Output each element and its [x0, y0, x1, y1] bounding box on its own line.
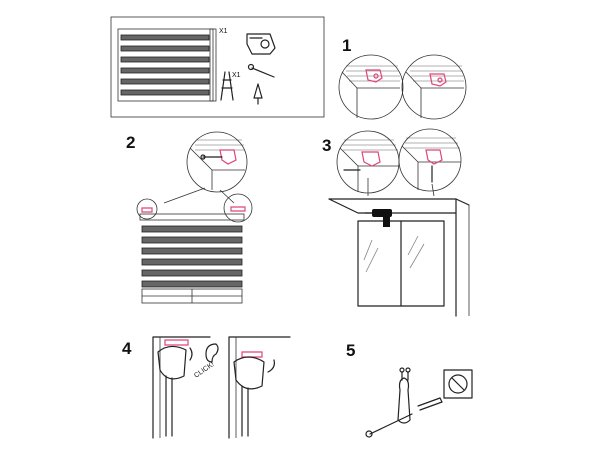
parts-box-frame: [110, 16, 325, 118]
step1-circle-right: [401, 54, 467, 120]
step-number-1: 1: [342, 36, 351, 55]
step2-detail-circle: [186, 131, 248, 193]
step2-bracket-marker-right: [223, 193, 253, 223]
wall-plug-icon: [220, 71, 263, 105]
step4-panel-right: [228, 336, 291, 439]
step-number-3: 3: [322, 136, 331, 155]
click-sound-label: CLICK!: [193, 361, 216, 380]
step2-leader-right: [219, 189, 235, 204]
step3-leader-right: [431, 183, 435, 197]
parts-box: X1 X1: [110, 16, 325, 118]
step3-window-scene: [328, 198, 470, 317]
step1-circle-left: [338, 54, 404, 120]
step3-circle-right: [398, 128, 462, 192]
screws-qty-label: X1: [232, 72, 241, 79]
step2-leader-left: [163, 187, 206, 204]
drill-icon: [364, 209, 392, 227]
step4-panel-left: [152, 336, 211, 439]
screw-icon: [247, 63, 275, 78]
step2-blind: [139, 213, 245, 304]
bracket-qty-label: X1: [219, 28, 228, 35]
step-number-4: 4: [122, 339, 132, 358]
step-number-5: 5: [346, 341, 355, 360]
blind-illustration: [117, 28, 217, 102]
step5-bracket-assembly: [365, 367, 443, 438]
step2-bracket-marker-left: [136, 198, 158, 220]
bracket-icon: [246, 33, 276, 55]
step-number-2: 2: [126, 133, 135, 152]
wall-sign-icon: [443, 369, 473, 399]
ear-icon: [205, 343, 219, 363]
